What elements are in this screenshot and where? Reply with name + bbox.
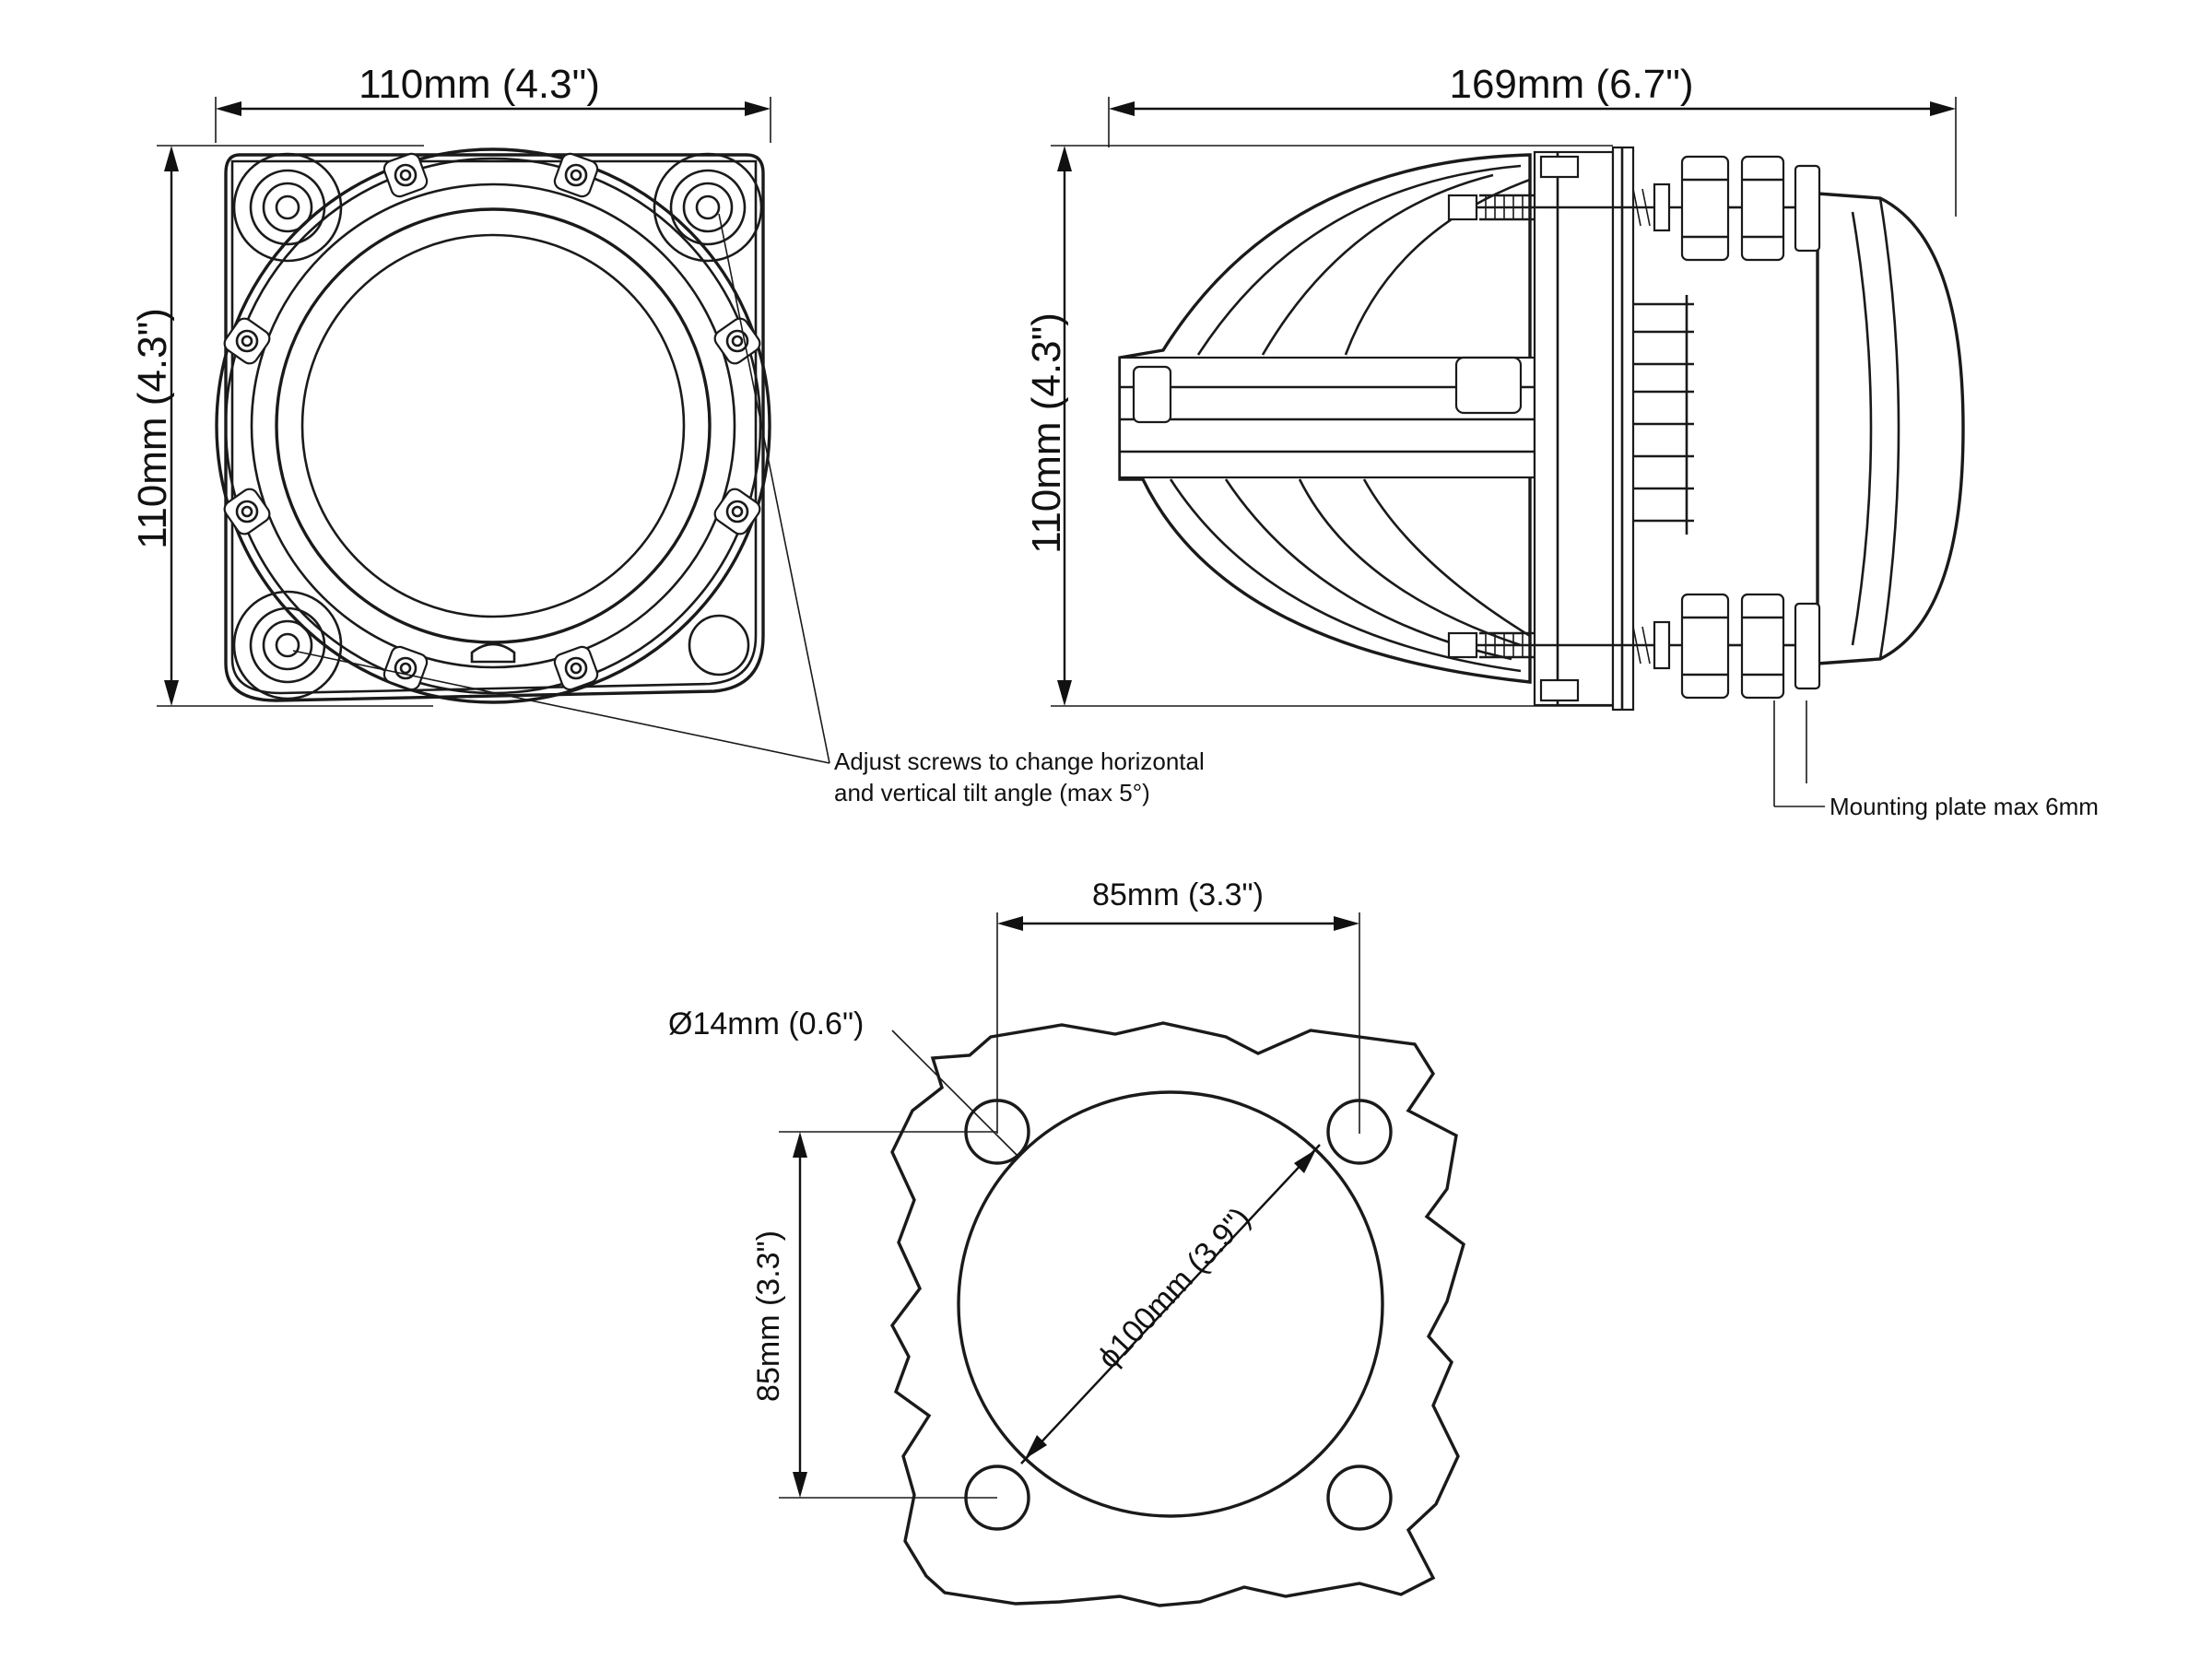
side-length-label: 169mm (6.7") (1449, 62, 1693, 107)
cutout-hole-spacing-v: 85mm (3.3") (751, 1131, 997, 1499)
adjust-note-line1: Adjust screws to change horizontal (834, 747, 1205, 775)
side-flange-plate (1533, 150, 1615, 707)
side-length-dimension: 169mm (6.7") (1108, 62, 1957, 217)
side-adjust-bolt-top (1447, 155, 1821, 262)
front-housing (224, 153, 765, 702)
central-cutout (957, 1090, 1384, 1518)
connector-fins (1633, 295, 1694, 535)
side-lens-dome (1816, 192, 1965, 665)
hole-diameter-label: Ø14mm (0.6") (668, 1006, 864, 1041)
front-width-dimension: 110mm (4.3") (215, 62, 771, 143)
front-lens-outer (275, 207, 712, 644)
cutout-panel-outline (889, 1021, 1465, 1607)
mounting-hole-icon (688, 614, 750, 677)
mounting-hole-bottom-right (1326, 1465, 1393, 1531)
side-view: 169mm (6.7") 110mm (4.3") (1024, 62, 2099, 820)
hole-spacing-v-label: 85mm (3.3") (751, 1230, 786, 1402)
front-flange-ring (215, 147, 771, 704)
cutout-diameter-label: ϕ100mm (3.9") (1091, 1201, 1257, 1376)
adjust-note-line2: and vertical tilt angle (max 5°) (834, 779, 1150, 806)
hole-spacing-h-label: 85mm (3.3") (1092, 877, 1264, 912)
adjust-bolt-bottom-left (232, 590, 343, 700)
front-height-dimension: 110mm (4.3") (130, 145, 433, 707)
cutout-template: 85mm (3.3") 85mm (3.3") Ø14mm (0.6") ϕ10… (668, 877, 1465, 1607)
front-width-label: 110mm (4.3") (359, 62, 600, 107)
side-rear-housing (1118, 153, 1532, 684)
side-height-label: 110mm (4.3") (1024, 312, 1069, 554)
side-height-dimension: 110mm (4.3") (1024, 145, 1613, 707)
side-adjust-bolt-bottom (1447, 593, 1821, 700)
front-view: 110mm (4.3") 110mm (4.3") (130, 62, 1205, 806)
front-height-label: 110mm (4.3") (130, 308, 175, 549)
cutout-diameter-dimension: ϕ100mm (3.9") (1020, 1144, 1321, 1465)
adjust-bolt-top-left (232, 152, 343, 263)
cutout-hole-spacing-h: 85mm (3.3") (996, 877, 1360, 1134)
front-lens (300, 233, 686, 618)
ring-screws (223, 152, 761, 691)
adjust-bolt-top-right (653, 152, 763, 263)
mounting-plate-note: Mounting plate max 6mm (1830, 793, 2099, 820)
